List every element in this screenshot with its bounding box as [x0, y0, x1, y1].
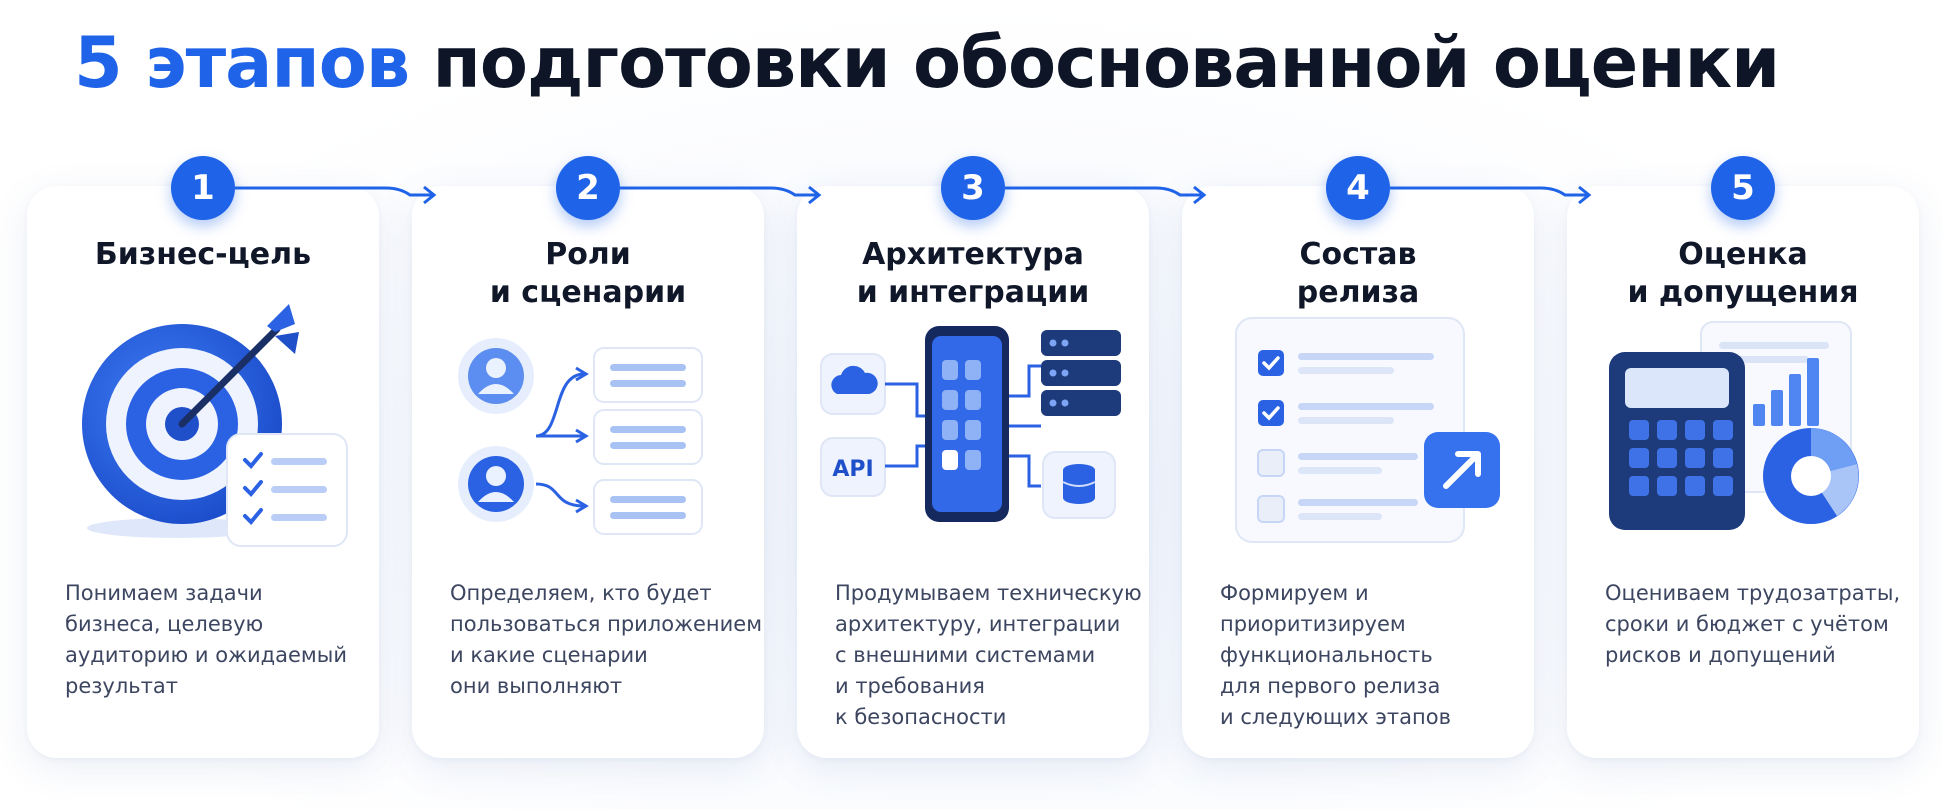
- step-number-badge: 1: [171, 156, 235, 220]
- step-description: Формируем и приоритизируем функционально…: [1220, 581, 1451, 729]
- step-description: Понимаем задачи бизнеса, целевую аудитор…: [65, 581, 347, 698]
- step-card-5: Оценка и допущения Оцениваем трудозатрат…: [1567, 186, 1919, 758]
- target-icon: [82, 304, 348, 547]
- step-card-1: Бизнес-цель Понимаем задачи бизнеса, цел…: [27, 186, 379, 758]
- step-card-2: Роли и сценарии Определяем, кто будет по…: [412, 186, 764, 758]
- step-title: Архитектура и интеграции: [856, 237, 1090, 310]
- step-title: Оценка и допущения: [1627, 237, 1859, 310]
- api-label: API: [832, 457, 873, 482]
- step-number-badge: 3: [941, 156, 1005, 220]
- step-description: Определяем, кто будет пользоваться прило…: [450, 581, 763, 698]
- step-card-4: Состав релиза Формируем и приоритизируем…: [1182, 186, 1534, 758]
- step-title: Роли и сценарии: [489, 237, 687, 310]
- step-title: Состав релиза: [1296, 237, 1420, 310]
- title-accent: 5 этапов: [74, 22, 410, 104]
- step-number-badge: 5: [1711, 156, 1775, 220]
- step-description: Оцениваем трудозатраты, сроки и бюджет с…: [1605, 581, 1901, 667]
- title-rest: подготовки обоснованной оценки: [432, 22, 1781, 104]
- page-title: 5 этапов подготовки обоснованной оценки: [74, 22, 1781, 104]
- architecture-icon: API: [820, 326, 1121, 522]
- step-number-badge: 2: [556, 156, 620, 220]
- calculator-icon: [1609, 321, 1859, 530]
- users-icon: [458, 338, 703, 535]
- step-title: Бизнес-цель: [94, 237, 312, 272]
- step-description: Продумываем техническую архитектуру, инт…: [835, 581, 1142, 729]
- step-card-3: Архитектура и интеграции API Пр: [797, 186, 1149, 758]
- release-checklist-icon: [1235, 317, 1500, 543]
- step-number-badge: 4: [1326, 156, 1390, 220]
